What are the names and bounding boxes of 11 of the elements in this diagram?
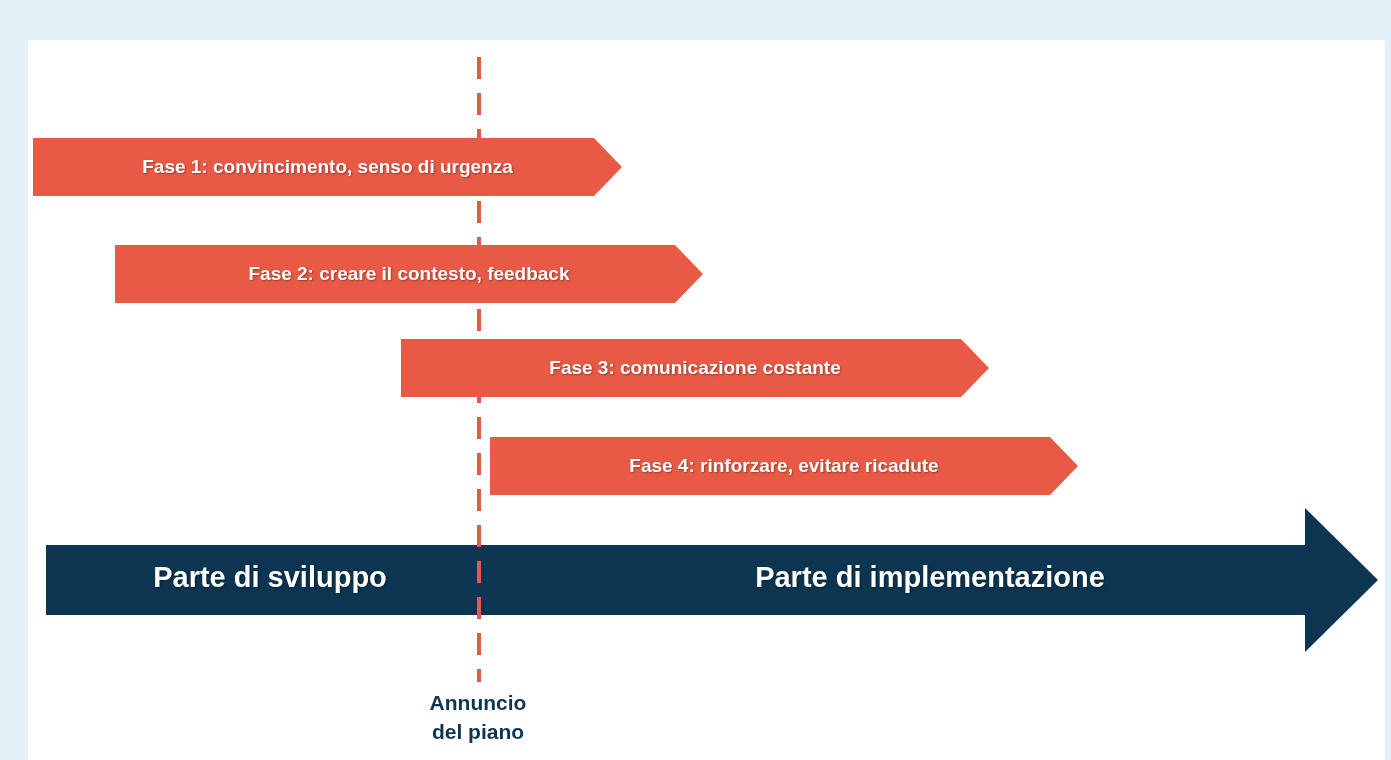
phase-label: Fase 4: rinforzare, evitare ricadute: [629, 455, 939, 477]
phase-banner: [115, 245, 703, 303]
phase-label: Fase 1: convincimento, senso di urgenza: [142, 156, 513, 178]
section-label: Parte di sviluppo: [153, 561, 387, 594]
phase-banner: [490, 437, 1078, 495]
section-label: Parte di implementazione: [755, 561, 1105, 594]
phase-label: Fase 3: comunicazione costante: [549, 357, 841, 379]
phase-label: Fase 2: creare il contesto, feedback: [248, 263, 570, 285]
phase-banner: [401, 339, 989, 397]
milestone-label: Annuncio del piano: [428, 690, 528, 745]
phase-banner: [33, 138, 622, 196]
